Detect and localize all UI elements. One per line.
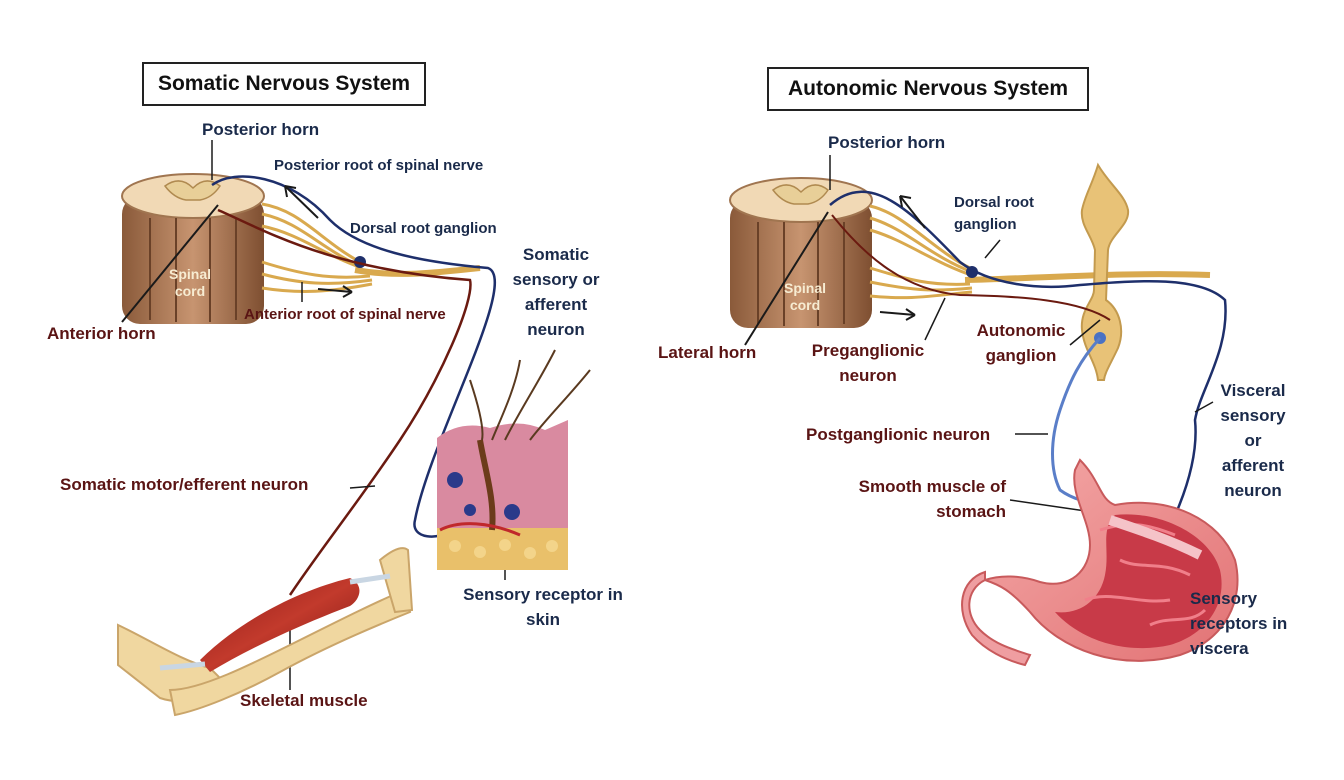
somatic-title-box: Somatic Nervous System — [142, 62, 426, 106]
skin-receptor-label: Sensory receptor in skin — [463, 585, 623, 629]
somatic-title: Somatic Nervous System — [157, 72, 411, 95]
somatic-sensory-neuron-label: Somatic sensory or afferent neuron — [512, 245, 600, 339]
somatic-motor-neuron-path — [217, 208, 472, 596]
lateral-horn-label: Lateral horn — [658, 343, 757, 362]
autonomic-title: Autonomic Nervous System — [787, 77, 1069, 100]
somatic-spinal-cord — [121, 173, 265, 324]
skeletal-muscle-label: Skeletal muscle — [240, 691, 368, 710]
somatic-sensory-neuron-path — [211, 175, 496, 538]
arm-with-skeletal-muscle — [117, 547, 414, 717]
autonomic-posterior-horn-label: Posterior horn — [828, 133, 946, 152]
visceral-sensory-neuron-path — [829, 190, 1227, 591]
autonomic-nerve-roots — [869, 204, 1211, 300]
preganglionic-neuron-label: Preganglionic neuron — [811, 341, 925, 385]
autonomic-ganglion-label: Autonomic ganglion — [976, 321, 1066, 365]
autonomic-dorsal-root-ganglion-label: Dorsal root ganglion — [954, 194, 1035, 233]
stomach — [961, 458, 1239, 667]
somatic-anterior-root-label: Anterior root of spinal nerve — [244, 306, 446, 323]
autonomic-title-box: Autonomic Nervous System — [767, 67, 1089, 111]
somatic-motor-neuron-label: Somatic motor/efferent neuron — [60, 475, 309, 494]
visceral-sensory-neuron-label: Visceral sensory or afferent neuron — [1220, 381, 1286, 500]
preganglionic-neuron-path — [831, 214, 1111, 321]
autonomic-spinal-cord — [729, 177, 873, 328]
skin-cross-section — [437, 349, 591, 570]
somatic-posterior-horn-label: Posterior horn — [202, 120, 320, 139]
somatic-posterior-root-label: Posterior root of spinal nerve — [274, 157, 484, 174]
somatic-anterior-horn-label: Anterior horn — [47, 324, 156, 343]
autonomic-spinal-cord-label: Spinal cord — [783, 280, 826, 313]
somatic-dorsal-root-ganglion-label: Dorsal root ganglion — [350, 220, 497, 237]
viscera-receptors-label: Sensory receptors in viscera — [1190, 589, 1288, 658]
postganglionic-neuron-label: Postganglionic neuron — [806, 425, 991, 444]
smooth-muscle-label: Smooth muscle of stomach — [858, 477, 1006, 521]
somatic-spinal-cord-label: Spinal cord — [168, 266, 211, 299]
